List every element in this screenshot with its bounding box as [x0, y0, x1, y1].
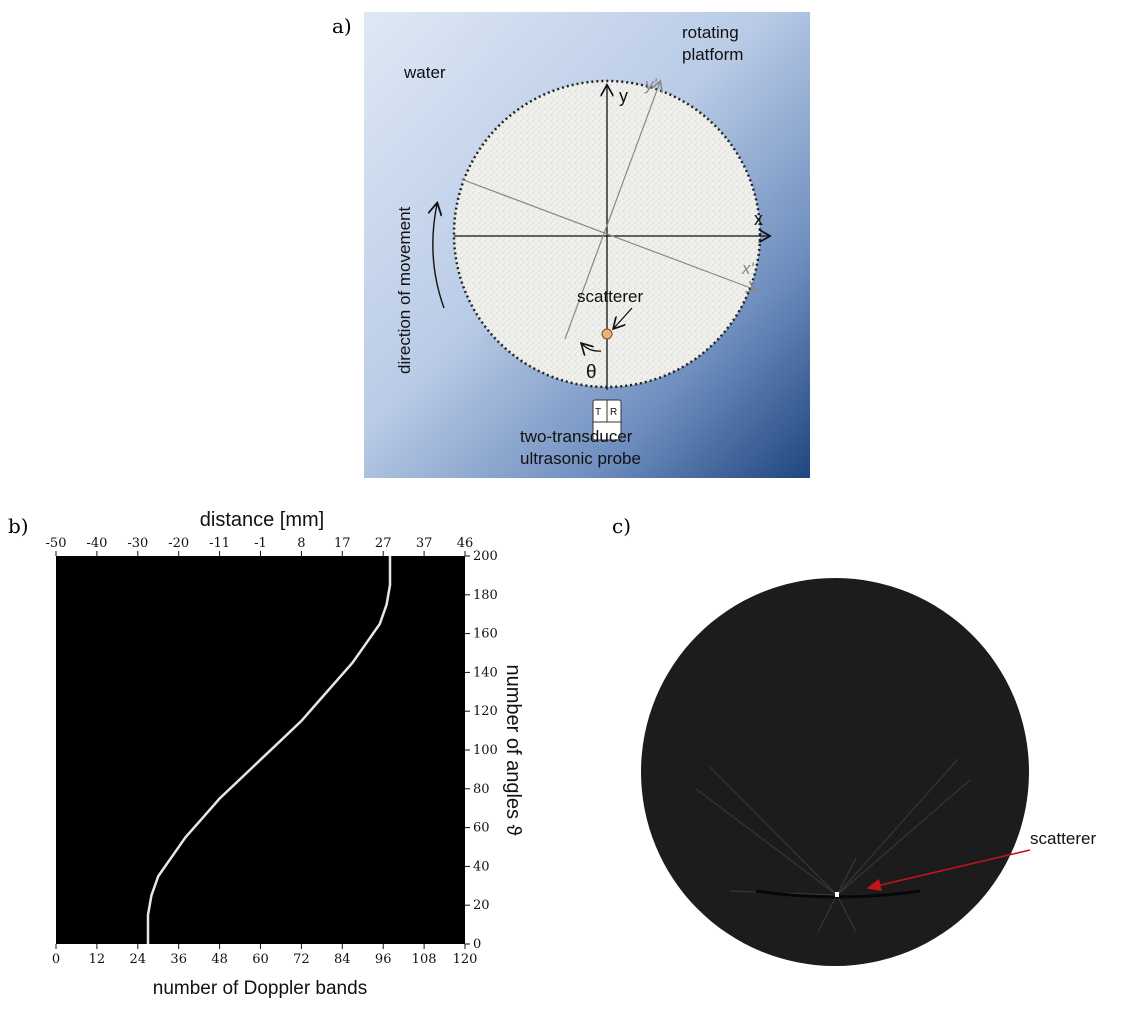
x2-tick-label: -11	[209, 536, 230, 551]
panel-a-label: a)	[332, 14, 352, 38]
x-tick-label: 36	[170, 952, 187, 967]
schematic-svg: y y' x x' scatterer θ T R two-transducer…	[364, 12, 810, 478]
y-axis-label: y	[619, 86, 628, 106]
scatterer-arrow	[866, 849, 1031, 892]
y-tick-label: 140	[473, 665, 498, 680]
y-tick-label: 40	[473, 859, 490, 874]
y-tick-label: 100	[473, 743, 498, 758]
x2-tick-label: 27	[375, 536, 392, 551]
x-tick-label: 60	[252, 952, 269, 967]
theta-arc	[582, 344, 602, 351]
x2-tick-label: -20	[168, 536, 189, 551]
reconstruction-disc	[641, 578, 1029, 966]
x-axis-title: number of Doppler bands	[153, 978, 367, 999]
panel-b-chart: 0 12 24 36 48 60 72 84 96 108 120 -50 -40 -30 -20 -11 -1…	[0, 504, 560, 1004]
x2-tick-label: -50	[46, 536, 67, 551]
scatterer-point	[835, 892, 839, 897]
reconstruction-svg: scatterer	[641, 578, 1096, 966]
y-tick-label: 160	[473, 627, 498, 642]
y-tick-label: 80	[473, 782, 490, 797]
y-axis-title: number of angles ϑ	[502, 664, 524, 835]
y-prime-label: y'	[644, 75, 658, 94]
y-tick-label: 120	[473, 704, 498, 719]
x-axis-label: x	[754, 209, 763, 229]
x2-tick-label: 46	[457, 536, 474, 551]
probe-t-label: T	[595, 407, 601, 418]
x-tick-label: 48	[211, 952, 228, 967]
probe-label-line1: two-transducer	[520, 427, 633, 446]
x2-tick-label: -30	[127, 536, 148, 551]
x2-tick-label: 37	[416, 536, 433, 551]
platform-label-line1: rotating	[682, 23, 739, 42]
scatterer-pointer	[614, 307, 633, 328]
panel-c-reconstruction: scatterer	[600, 504, 1136, 1004]
x-tick-label: 0	[52, 952, 60, 967]
theta-label: θ	[586, 362, 597, 383]
x-tick-label: 12	[89, 952, 106, 967]
x2-axis-title: distance [mm]	[200, 509, 324, 531]
x2-tick-label: -40	[86, 536, 107, 551]
x-tick-label: 108	[412, 952, 437, 967]
x2-tick-label: 8	[297, 536, 305, 551]
panel-b-label: b)	[8, 514, 29, 538]
x-prime-axis	[460, 178, 756, 290]
x-tick-label: 72	[293, 952, 310, 967]
probe-label-line2: ultrasonic probe	[520, 449, 641, 468]
y-tick-label: 20	[473, 898, 490, 913]
artifact-streaks	[695, 758, 971, 933]
direction-label: direction of movement	[395, 206, 414, 374]
x2-tick-label: -1	[254, 536, 267, 551]
platform-label-line2: platform	[682, 45, 743, 64]
scatterer-label: scatterer	[577, 287, 643, 306]
y-tick-label: 60	[473, 821, 490, 836]
x-tick-label: 24	[130, 952, 147, 967]
water-label: water	[403, 63, 446, 82]
x-tick-label: 96	[375, 952, 392, 967]
scatterer-label-c: scatterer	[1030, 829, 1096, 848]
x2-tick-label: 17	[334, 536, 351, 551]
x-prime-label: x'	[741, 259, 755, 278]
scatterer-dot	[601, 328, 613, 340]
plot-area	[56, 556, 465, 944]
panel-c-label: c)	[612, 514, 632, 538]
doppler-chart-svg: 0 12 24 36 48 60 72 84 96 108 120 -50 -40 -30 -20 -11 -1…	[46, 509, 524, 999]
probe-r-label: R	[610, 407, 617, 418]
x-tick-label: 84	[334, 952, 351, 967]
y-tick-label: 180	[473, 588, 498, 603]
y-tick-label: 0	[473, 937, 481, 952]
x-tick-label: 120	[453, 952, 478, 967]
series-line	[146, 556, 392, 944]
panel-a-schematic: y y' x x' scatterer θ T R two-transducer…	[364, 12, 810, 478]
direction-arrow	[433, 204, 445, 309]
y-tick-label: 200	[473, 549, 498, 564]
y-prime-axis	[564, 82, 660, 340]
